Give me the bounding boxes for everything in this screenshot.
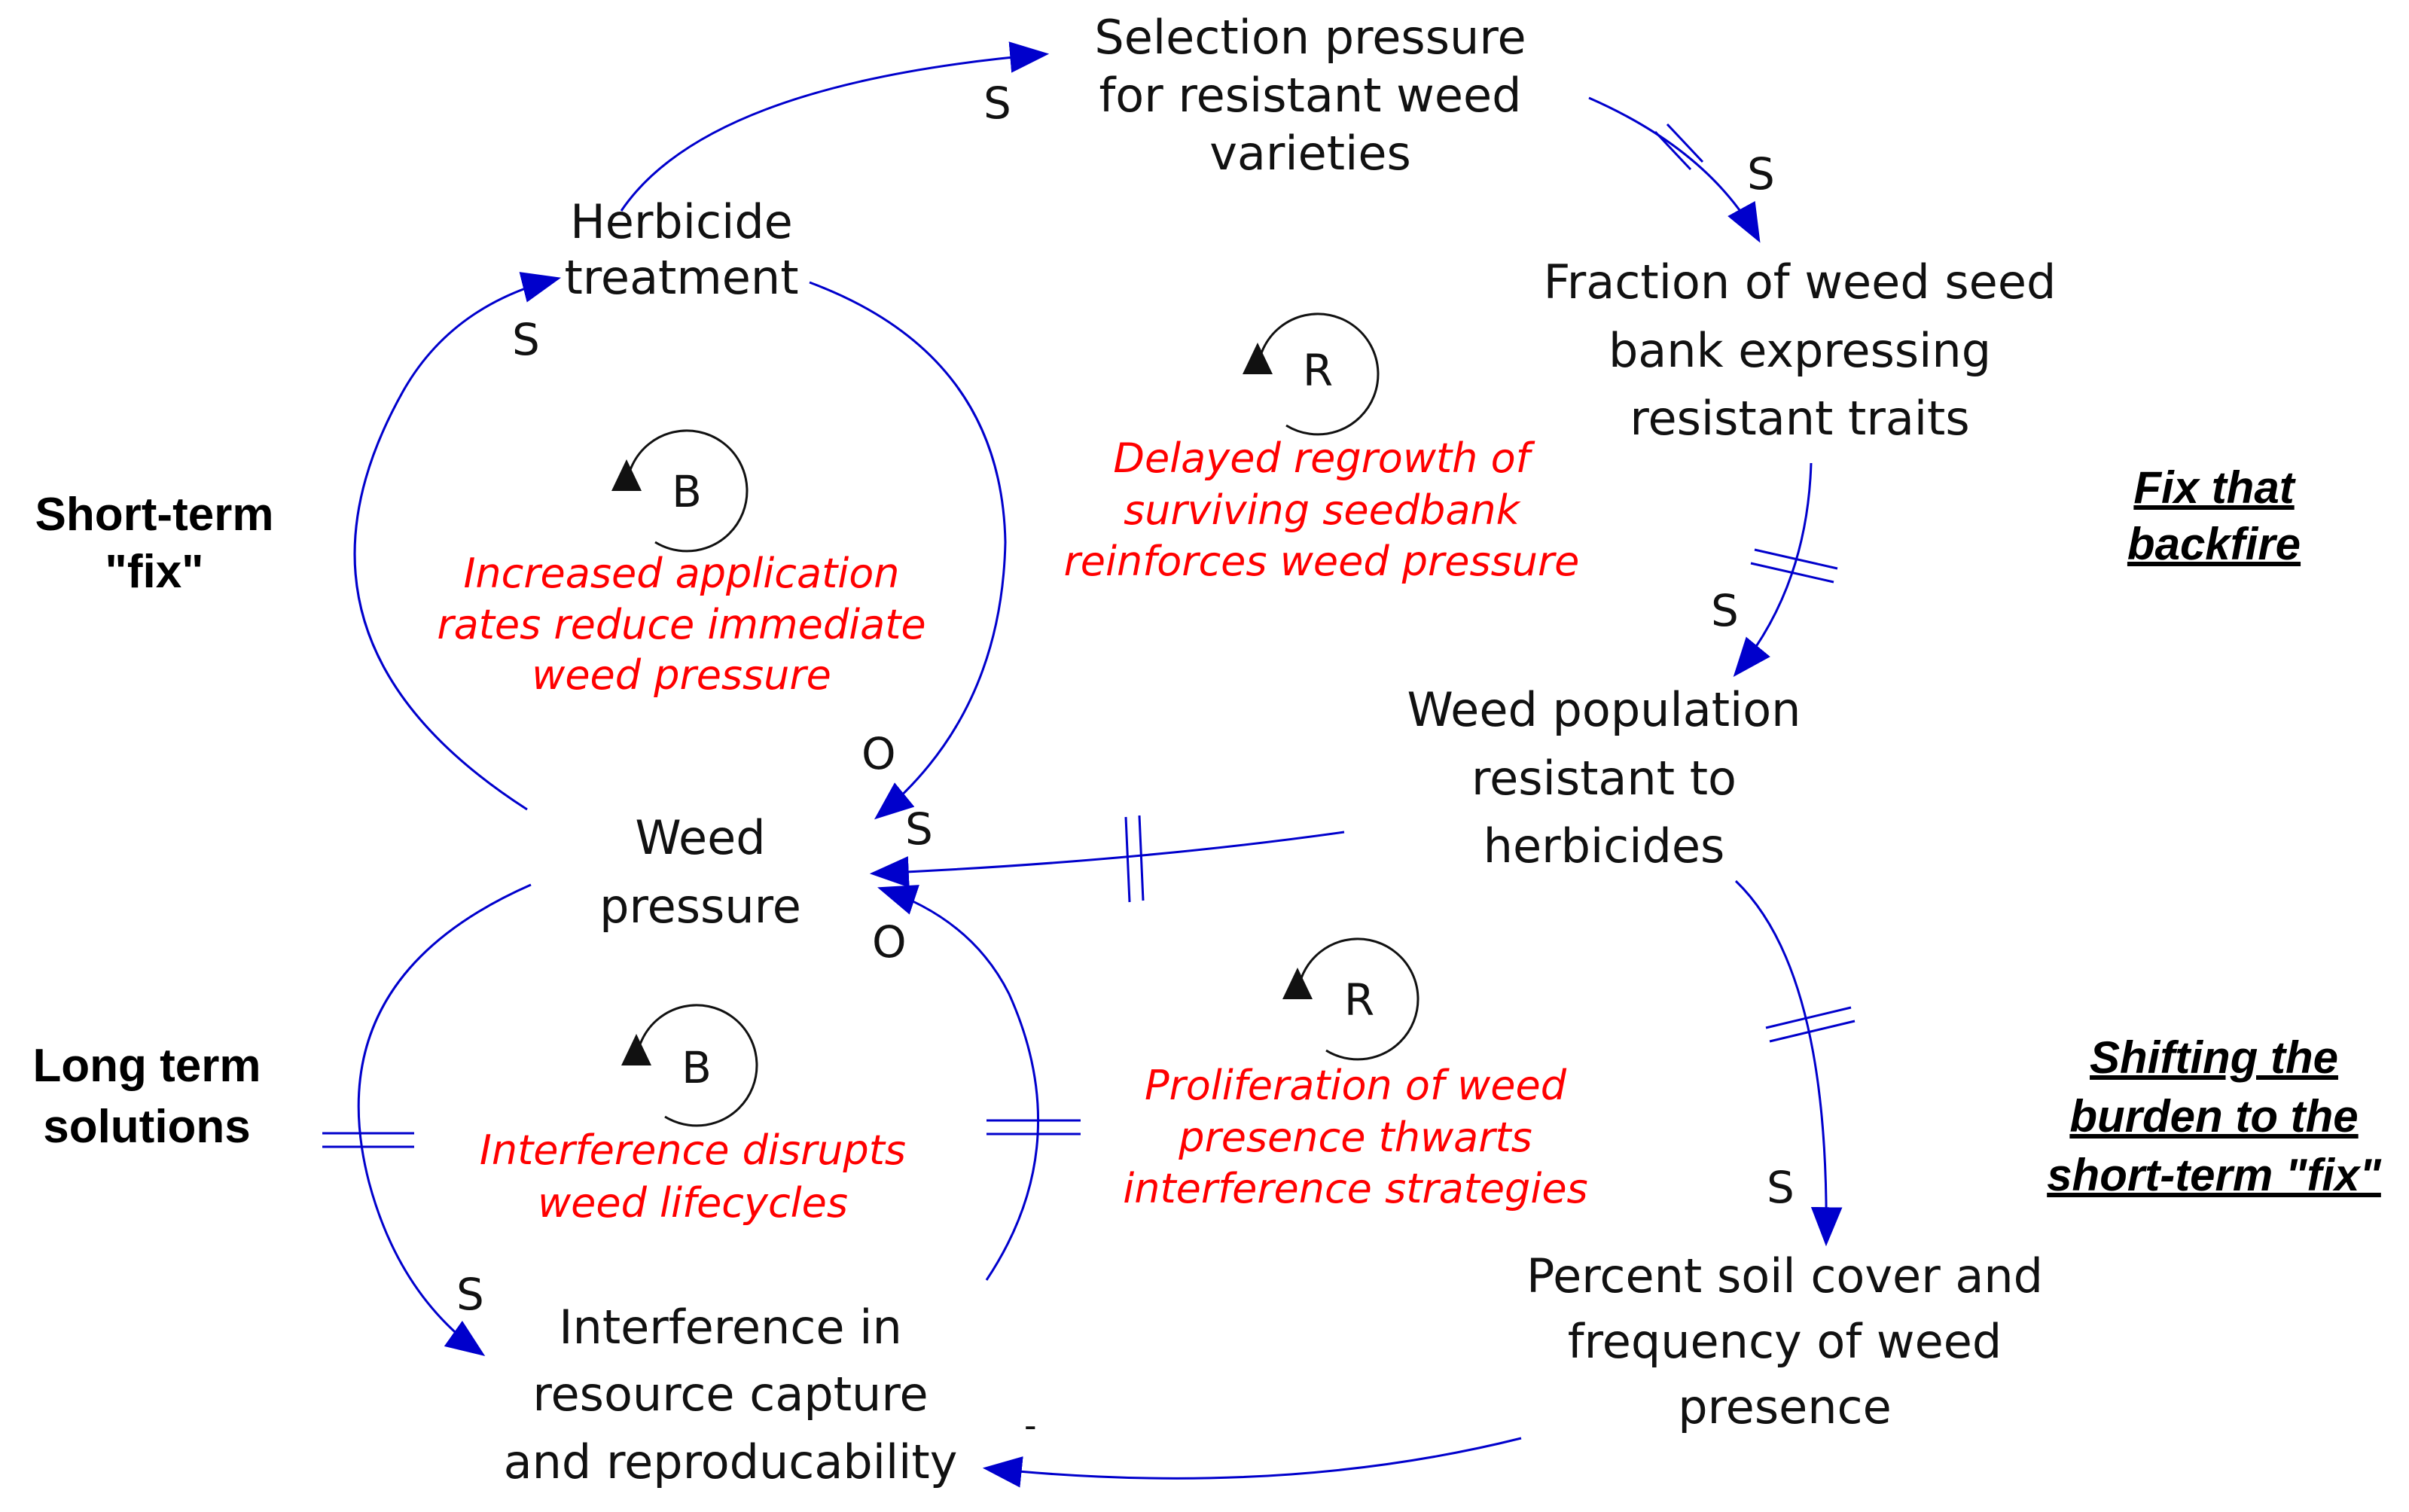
polarity-fraction-to-population: S <box>1711 585 1739 636</box>
loop-marker-r-top: R <box>1243 312 1380 436</box>
link-interference-to-weedpressure <box>877 885 1040 1281</box>
loop-marker-b-top: B <box>611 429 749 553</box>
loop-letter-b-top: B <box>672 466 702 517</box>
polarity-herbicide-to-weedpressure: O <box>861 728 896 779</box>
node-weed-pressure: Weed pressure <box>599 810 801 934</box>
node-interference: Interference in resource capture and rep… <box>503 1300 958 1489</box>
loop-description-b-top: Increased application rates reduce immed… <box>437 550 926 699</box>
link-population-to-weedpressure <box>869 831 1345 888</box>
link-selection-to-fraction <box>1588 96 1761 243</box>
loop-description-r-bottom: Proliferation of weed presence thwarts i… <box>1123 1062 1588 1213</box>
node-herbicide-treatment: Herbicide treatment <box>564 194 799 306</box>
side-label-long-term: Long term solutions <box>32 1040 261 1153</box>
delay-mark-interference-weedpressure <box>986 1119 1081 1136</box>
side-label-short-term: Short-term "fix" <box>35 489 274 598</box>
polarity-soilcover-to-interference: - <box>1024 1405 1037 1446</box>
delay-mark-weedpressure-interference <box>322 1132 414 1148</box>
polarity-herbicide-to-selection: S <box>983 78 1011 129</box>
polarity-interference-to-weedpressure: O <box>872 916 907 968</box>
link-population-to-soilcover <box>1734 879 1843 1247</box>
archetype-shifting-burden: Shifting the burden to the short-term "f… <box>2047 1032 2381 1200</box>
link-soilcover-to-interference <box>982 1437 1522 1488</box>
node-weed-population-resistant: Weed population resistant to herbicides <box>1407 682 1801 874</box>
loop-letter-r-top: R <box>1303 345 1333 396</box>
delay-mark-population-weedpressure <box>1124 815 1145 903</box>
node-selection-pressure: Selection pressure for resistant weed va… <box>1094 10 1526 181</box>
polarity-weedpressure-to-interference: S <box>456 1269 484 1320</box>
link-fraction-to-population <box>1733 462 1813 678</box>
loop-letter-r-bottom: R <box>1344 974 1374 1026</box>
loop-marker-b-bottom: B <box>621 1004 758 1127</box>
archetype-fix-that-backfire: Fix that backfire <box>2127 462 2301 569</box>
delay-mark-selection-fraction <box>1654 123 1704 171</box>
link-weedpressure-to-herbicide <box>353 272 562 811</box>
polarity-weedpressure-to-herbicide: S <box>512 314 540 365</box>
polarity-population-to-soilcover: S <box>1767 1162 1795 1213</box>
loop-description-b-bottom: Interference disrupts weed lifecycles <box>479 1126 907 1227</box>
polarity-population-to-weedpressure: S <box>905 803 933 855</box>
delay-mark-fraction-population <box>1750 548 1838 584</box>
link-herbicide-to-weedpressure <box>809 281 1007 820</box>
loop-marker-r-bottom: R <box>1282 937 1419 1061</box>
link-herbicide-to-selection <box>620 41 1050 212</box>
node-fraction-seed-bank: Fraction of weed seed bank expressing re… <box>1543 255 2057 447</box>
node-percent-soil-cover: Percent soil cover and frequency of weed… <box>1526 1248 2044 1434</box>
polarity-selection-to-fraction: S <box>1747 148 1775 200</box>
loop-description-r-top: Delayed regrowth of surviving seedbank r… <box>1063 434 1580 586</box>
link-weedpressure-to-interference <box>357 883 532 1357</box>
loop-letter-b-bottom: B <box>682 1042 712 1093</box>
delay-mark-population-soilcover <box>1765 1006 1856 1043</box>
